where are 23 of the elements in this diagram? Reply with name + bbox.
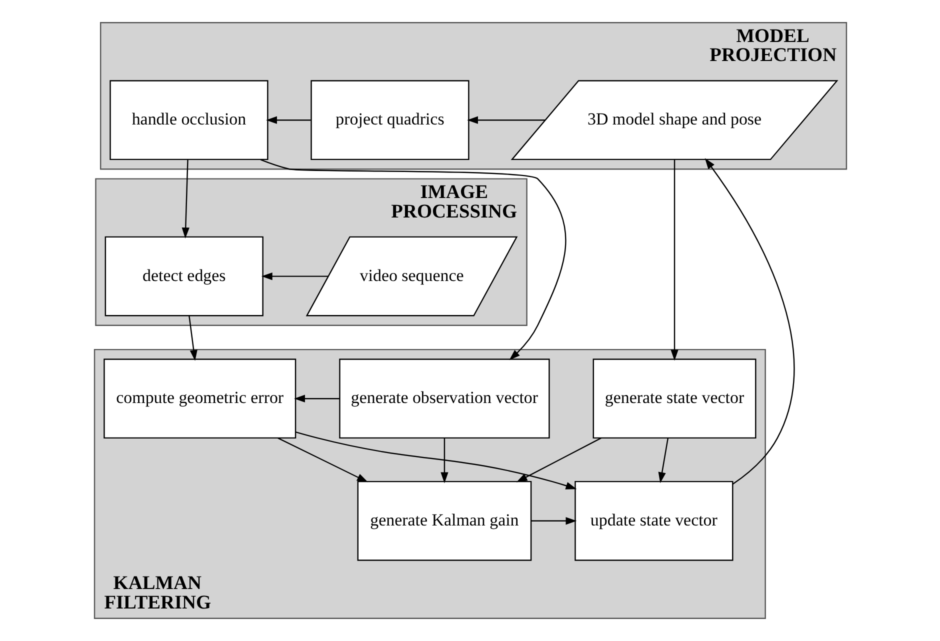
arrow [295,431,576,490]
node-box: generate observation vector [338,358,550,439]
arrow [277,438,368,482]
arrow [704,158,794,485]
arrow [516,438,601,482]
arrow [658,438,668,484]
node-box: detect edges [104,236,263,316]
node-box: project quadrics [310,80,469,160]
arrow [530,517,576,525]
node-box: generate Kalman gain [356,480,532,561]
node-box: compute geometric error [103,358,296,439]
arrow [670,160,678,361]
arrow [181,160,189,238]
arrow [260,272,328,280]
node-box: generate state vector [592,358,756,439]
arrow [440,438,448,484]
arrow [294,394,339,402]
arrow [260,159,566,360]
node-box: handle occlusion [109,80,268,160]
arrow [266,116,310,124]
arrow [466,116,545,124]
arrow [188,316,197,361]
node-box: update state vector [574,480,733,561]
